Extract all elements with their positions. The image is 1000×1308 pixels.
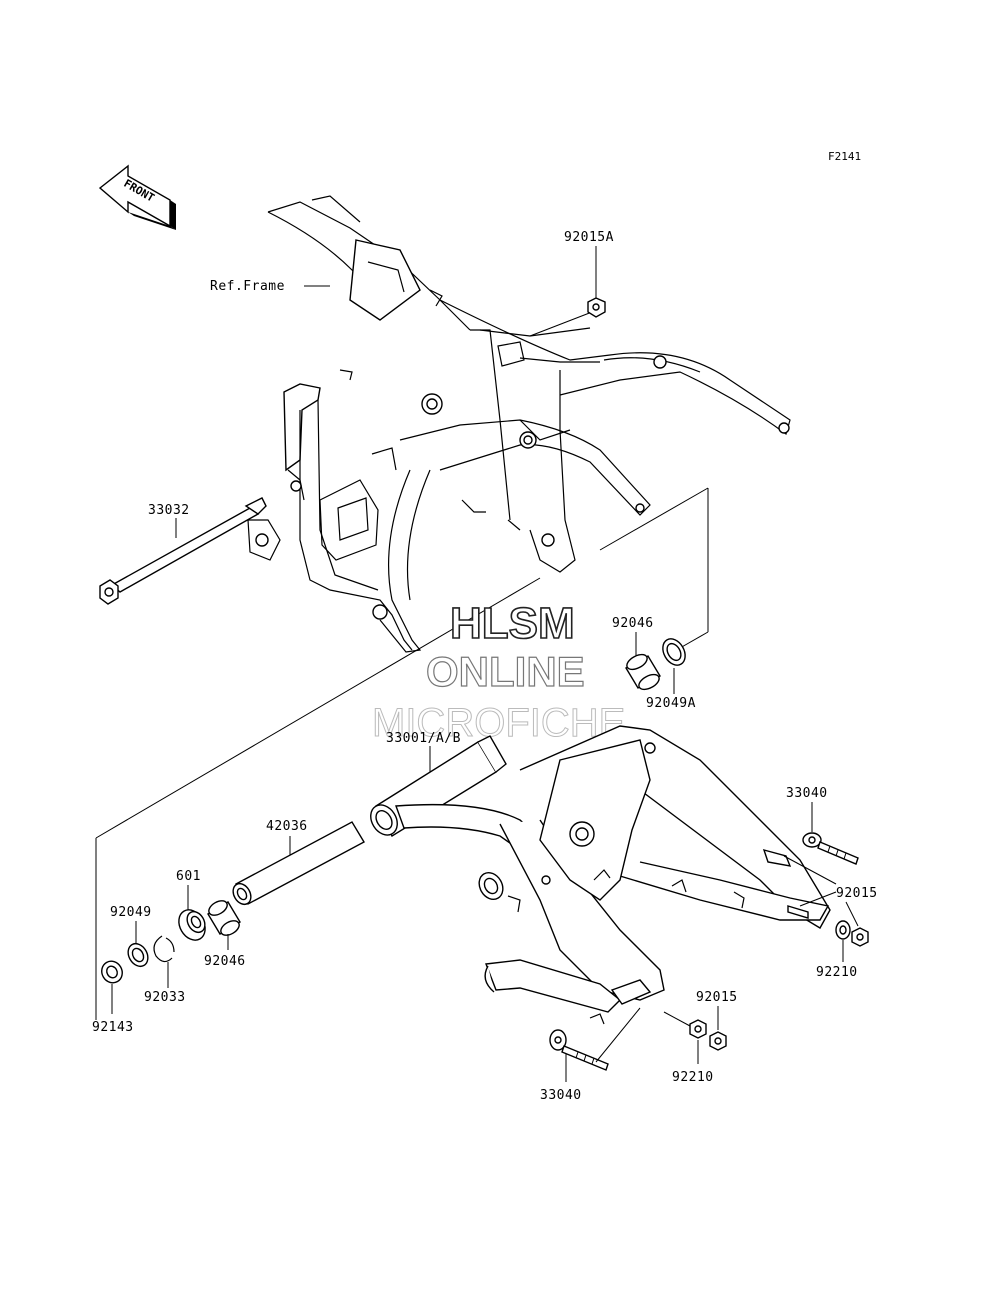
nut-92015-bottom-icon bbox=[709, 1031, 727, 1051]
label-92046-bottom: 92046 bbox=[204, 954, 246, 969]
leader-33040-right-b bbox=[783, 855, 837, 885]
label-92033: 92033 bbox=[144, 990, 186, 1005]
leader-33040-bottom-b bbox=[595, 1007, 641, 1063]
watermark-microfiche: MICROFICHE bbox=[372, 701, 625, 745]
seal-92049A-icon bbox=[662, 638, 686, 666]
label-42036: 42036 bbox=[266, 819, 308, 834]
nut-92015-right-icon bbox=[851, 927, 869, 947]
seal-92049-icon bbox=[127, 942, 149, 968]
ref-frame-label: Ref.Frame bbox=[210, 279, 285, 294]
label-92015-right: 92015 bbox=[836, 886, 878, 901]
sleeve-42036-icon bbox=[232, 821, 365, 906]
adjuster-bolt-33040-right-icon bbox=[802, 832, 859, 865]
label-33001: 33001/A/B bbox=[386, 731, 461, 746]
swing-arm-drawing bbox=[370, 725, 831, 1025]
label-92210-bottom: 92210 bbox=[672, 1070, 714, 1085]
label-92049A: 92049A bbox=[646, 696, 696, 711]
watermark-online: ONLINE bbox=[426, 648, 585, 695]
leader-92015-right-b bbox=[799, 891, 837, 907]
circlip-92033-icon bbox=[153, 935, 175, 963]
washer-92210-bottom-icon bbox=[689, 1019, 707, 1039]
pivot-shaft-33032-icon bbox=[99, 497, 267, 605]
leader-92015-right bbox=[845, 901, 859, 927]
watermark: HLSM ONLINE MICROFICHE bbox=[372, 598, 626, 745]
label-92049: 92049 bbox=[110, 905, 152, 920]
adjuster-bolt-33040-bottom-icon bbox=[549, 1029, 609, 1071]
cap-92143-icon bbox=[101, 960, 123, 984]
label-92046-top: 92046 bbox=[612, 616, 654, 631]
watermark-hlsm: HLSM bbox=[450, 599, 575, 648]
label-92143: 92143 bbox=[92, 1020, 134, 1035]
label-33040-bottom: 33040 bbox=[540, 1088, 582, 1103]
nut-92015A-icon bbox=[587, 297, 606, 318]
label-92210-right: 92210 bbox=[816, 965, 858, 980]
label-33040-right: 33040 bbox=[786, 786, 828, 801]
frame-drawing bbox=[247, 195, 791, 653]
label-92015-bottom: 92015 bbox=[696, 990, 738, 1005]
label-601: 601 bbox=[176, 869, 201, 884]
needle-bearing-92046-top-icon bbox=[625, 653, 661, 691]
label-92015A: 92015A bbox=[564, 230, 614, 245]
group-outline bbox=[95, 487, 709, 1020]
leader-92210-bottom-b bbox=[663, 1011, 691, 1027]
label-33032: 33032 bbox=[148, 503, 190, 518]
ball-bearing-601-icon bbox=[178, 909, 206, 941]
front-arrow-icon: FRONT bbox=[98, 164, 176, 230]
needle-bearing-92046-bottom-icon bbox=[207, 900, 241, 936]
figure-id: F2141 bbox=[828, 150, 861, 163]
washer-92210-right-icon bbox=[835, 920, 851, 940]
